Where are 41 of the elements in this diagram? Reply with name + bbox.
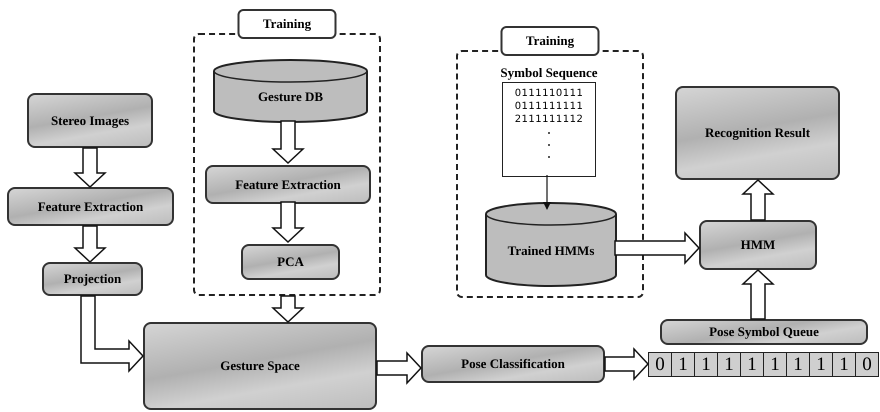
node-label: Gesture DB [256, 88, 324, 106]
block-arrow [271, 295, 305, 324]
arrow [543, 175, 551, 210]
heading-text: Symbol Sequence [500, 64, 598, 82]
node-label: Trained HMMs [506, 242, 596, 260]
heading-tab: Training [500, 26, 600, 56]
block-arrow [614, 231, 700, 265]
process-box: Pose Symbol Queue [660, 319, 868, 345]
process-box: Feature Extraction [205, 165, 371, 204]
process-box: Pose Classification [421, 345, 605, 383]
process-box: PCA [241, 244, 340, 280]
process-box: Projection [42, 262, 143, 296]
sequence-text: 2111111112 [514, 113, 584, 126]
queue-cell: 1 [833, 353, 856, 376]
queue-cell: 1 [695, 353, 718, 376]
process-box: Gesture Space [143, 322, 377, 410]
queue-cell: 0 [649, 353, 672, 376]
block-arrow [741, 268, 775, 320]
process-box: Feature Extraction [7, 187, 174, 226]
sequence-text: 0111110111 [514, 87, 584, 100]
queue-cell: 1 [718, 353, 741, 376]
block-arrow [73, 147, 107, 188]
process-box: Recognition Result [675, 86, 840, 180]
block-arrow [604, 347, 650, 381]
queue-cell: 1 [741, 353, 764, 376]
block-arrow [271, 201, 305, 244]
block-arrow [73, 225, 107, 264]
block-arrow [376, 351, 422, 385]
block-arrow [741, 178, 775, 221]
sequence-text: 0111111111 [514, 100, 584, 113]
queue-cell: 1 [810, 353, 833, 376]
block-arrow [271, 120, 305, 164]
queue-cell: 1 [672, 353, 695, 376]
queue-cell: 1 [764, 353, 787, 376]
process-box: HMM [699, 220, 817, 270]
queue-cell-text: 0 [861, 353, 873, 376]
queue-cell: 1 [787, 353, 810, 376]
block-arrow [80, 295, 144, 373]
process-box: Stereo Images [27, 93, 153, 148]
heading-tab: Training [238, 9, 336, 39]
symbol-queue [648, 352, 879, 377]
